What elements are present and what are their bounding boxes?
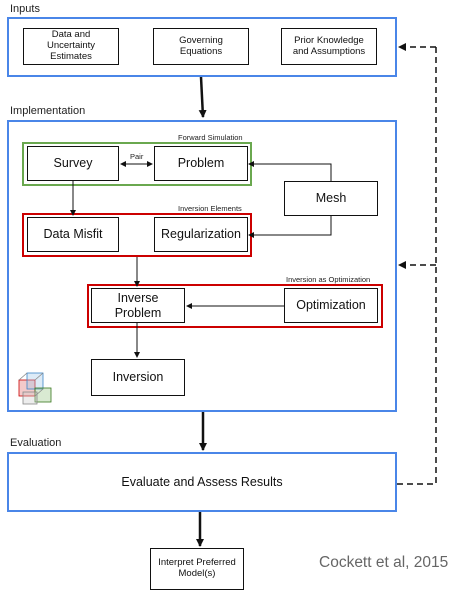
data-uncertainty-box: Data and Uncertainty Estimates — [23, 28, 119, 65]
pair-label: Pair — [130, 152, 144, 161]
inversion-optimization-group — [87, 284, 383, 328]
inversion-box: Inversion — [91, 359, 185, 396]
forward-simulation-title: Forward Simulation — [178, 133, 243, 142]
interpret-model-box: Interpret Preferred Model(s) — [150, 548, 244, 590]
prior-knowledge-box: Prior Knowledge and Assumptions — [281, 28, 377, 65]
inputs-label: Inputs — [10, 3, 40, 15]
credit-text: Cockett et al, 2015 — [319, 554, 449, 571]
inversion-elements-title: Inversion Elements — [178, 204, 242, 213]
data-misfit-box: Data Misfit — [27, 217, 119, 252]
problem-box: Problem — [154, 146, 248, 181]
inverse-problem-box: Inverse Problem — [91, 288, 185, 323]
evaluate-results-text: Evaluate and Assess Results — [121, 474, 283, 489]
mesh-box: Mesh — [284, 181, 378, 216]
governing-equations-box: Governing Equations — [153, 28, 249, 65]
implementation-section — [7, 120, 397, 412]
survey-box: Survey — [27, 146, 119, 181]
feedback-loop-line — [397, 47, 437, 485]
arrow-mesh-to-problem — [248, 161, 332, 181]
regularization-box: Regularization — [154, 217, 248, 252]
evaluation-section — [7, 452, 397, 512]
optimization-box: Optimization — [284, 288, 378, 323]
inversion-optimization-title: Inversion as Optimization — [286, 275, 371, 284]
implementation-label: Implementation — [10, 105, 86, 117]
arrow-mesh-to-regularization — [248, 216, 332, 238]
arrow-inputs-to-implementation — [198, 76, 207, 118]
inputs-section — [7, 17, 397, 77]
evaluation-label: Evaluation — [10, 437, 62, 449]
